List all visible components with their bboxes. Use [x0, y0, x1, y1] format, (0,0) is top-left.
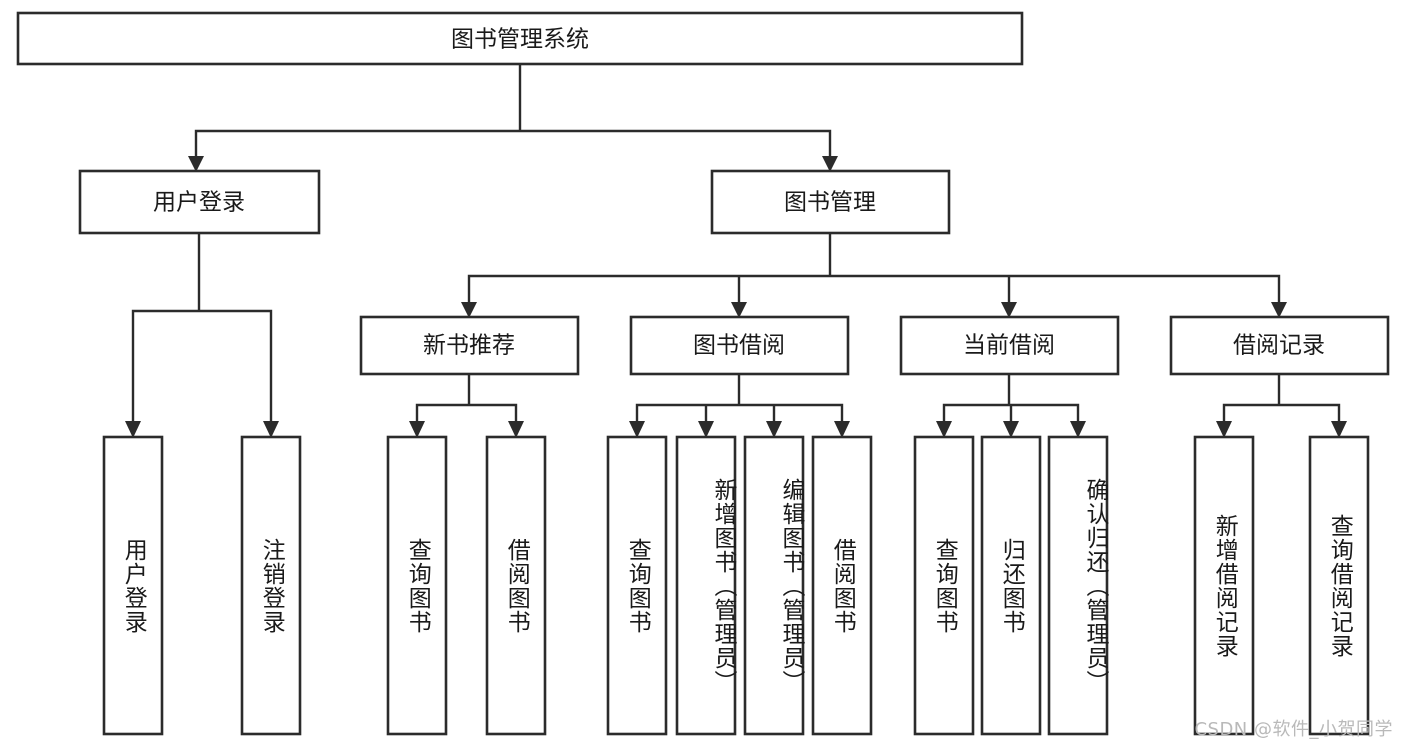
node-leaf-borrow-book-2[interactable]	[811, 435, 873, 736]
arrowhead-to-leaf-logout	[263, 421, 279, 438]
node-leaf-add-record[interactable]	[1193, 435, 1255, 736]
node-leaf-query-record[interactable]	[1308, 435, 1370, 736]
arrowhead-to-leaf-query-record	[1331, 421, 1347, 438]
node-user-login-label: 用户登录	[153, 190, 245, 216]
csdn-watermark: CSDN @软件_小贺同学	[1194, 719, 1393, 740]
node-book-manage-label: 图书管理	[784, 190, 876, 216]
arrowhead-to-book-manage	[822, 156, 838, 172]
connector-root-to-level2	[194, 62, 832, 162]
arrowhead-to-leaf-confirm-return	[1070, 421, 1086, 438]
node-user-login[interactable]	[78, 169, 321, 235]
node-leaf-borrow-book-1[interactable]	[485, 435, 547, 736]
arrowhead-to-current-borrow	[1001, 302, 1017, 318]
node-root[interactable]	[16, 11, 1024, 66]
arrowhead-to-leaf-query-book-1	[409, 421, 425, 438]
arrowhead-to-leaf-borrow-book-2	[834, 421, 850, 438]
nodes-group: 图书管理系统 用户登录 图书管理 新书推荐 图书借阅 当前借阅 借阅记录	[16, 11, 1390, 736]
arrowhead-to-leaf-add-record	[1216, 421, 1232, 438]
connector-bookborrow-to-leaves	[635, 373, 844, 429]
node-leaf-confirm-return[interactable]	[1047, 435, 1109, 736]
arrowhead-to-new-book-rec	[461, 302, 477, 318]
node-leaf-query-book-3[interactable]	[913, 435, 975, 736]
connector-newbook-to-leaves	[415, 373, 518, 429]
node-leaf-logout[interactable]	[240, 435, 302, 736]
node-current-borrow[interactable]	[899, 315, 1120, 376]
node-borrow-record-label: 借阅记录	[1233, 333, 1325, 359]
node-leaf-query-book-2[interactable]	[606, 435, 668, 736]
node-borrow-record[interactable]	[1169, 315, 1390, 376]
arrowhead-to-leaf-user-login	[125, 421, 141, 438]
node-book-borrow[interactable]	[629, 315, 850, 376]
arrowhead-to-user-login	[188, 156, 204, 172]
node-leaf-query-book-1[interactable]	[386, 435, 448, 736]
arrowhead-to-book-borrow	[731, 302, 747, 318]
arrowhead-to-leaf-add-book	[698, 421, 714, 438]
connector-borrowrecord-to-leaves	[1222, 373, 1341, 429]
node-book-manage[interactable]	[710, 169, 951, 235]
node-leaf-add-book[interactable]	[675, 435, 737, 736]
arrowhead-to-borrow-record	[1271, 302, 1287, 318]
connector-bookmanage-to-level3	[467, 231, 1281, 308]
arrowhead-to-leaf-query-book-3	[936, 421, 952, 438]
arrowheads-group	[125, 156, 1347, 438]
arrowhead-to-leaf-query-book-2	[629, 421, 645, 438]
node-current-borrow-label: 当前借阅	[963, 333, 1055, 359]
connectors-group	[131, 62, 1341, 429]
node-root-label: 图书管理系统	[451, 27, 589, 53]
connector-userlogin-to-leaves	[131, 231, 273, 429]
node-leaf-user-login[interactable]	[102, 435, 164, 736]
node-new-book-rec[interactable]	[359, 315, 580, 376]
arrowhead-to-leaf-edit-book	[766, 421, 782, 438]
node-leaf-edit-book[interactable]	[743, 435, 805, 736]
connector-currentborrow-to-leaves	[942, 373, 1080, 429]
arrowhead-to-leaf-return-book	[1003, 421, 1019, 438]
node-new-book-rec-label: 新书推荐	[423, 333, 515, 359]
node-book-borrow-label: 图书借阅	[693, 333, 785, 359]
node-leaf-return-book[interactable]	[980, 435, 1042, 736]
arrowhead-to-leaf-borrow-book-1	[508, 421, 524, 438]
